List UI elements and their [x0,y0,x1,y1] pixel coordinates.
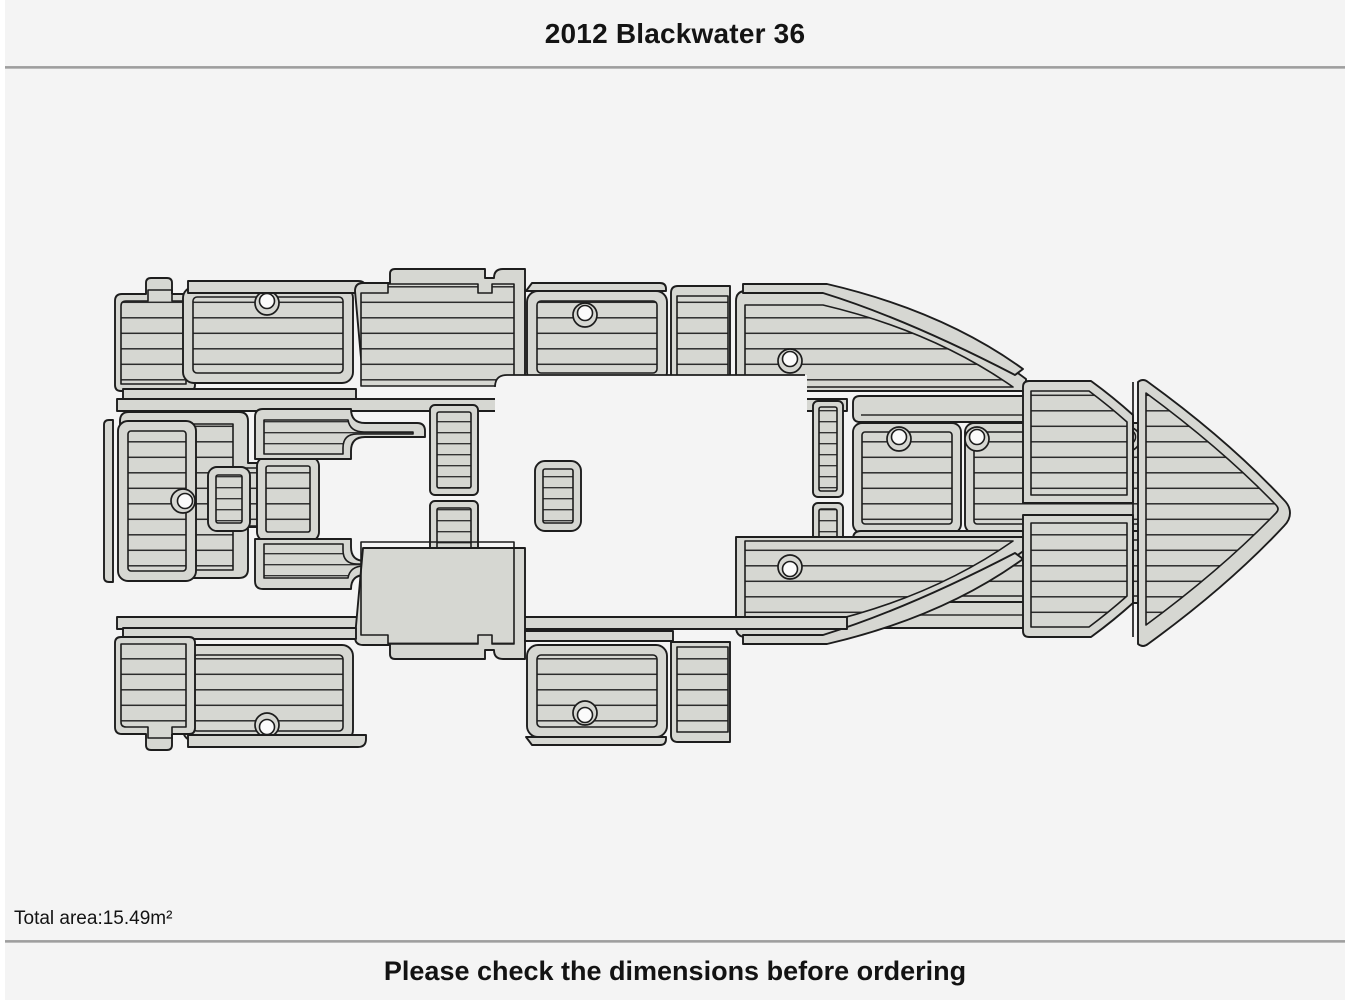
port-fwd-taper-pad [735,290,1027,392]
stbd-aft-hatch-pad [524,630,674,746]
stbd-aft-outer-runner [742,552,1024,645]
port-aft-hatch-pad [182,286,354,384]
stbd-aft-filler-pad [670,641,731,743]
stbd-aft-wide-pad [354,541,526,660]
stbd-stern-hatch-pad [122,627,367,748]
bow-stbd-quarter-pad [1022,514,1134,638]
port-aft-quarter-pad [114,277,196,392]
total-area-label: Total area:15.49m² [14,908,173,929]
footer-note: Please check the dimensions before order… [383,956,967,986]
footer-bar: Please check the dimensions before order… [5,943,1345,1000]
helm-step-pads [207,456,320,542]
left-edge-gutter [0,0,5,1000]
footer-divider [5,940,1345,943]
cockpit-void [495,375,807,625]
boat-deck-diagram: .pad { fill: #d6d7d2; stroke: #1d1d1d; s… [103,268,1291,751]
title-bar: 2012 Blackwater 36 [5,0,1345,68]
page-title: 2012 Blackwater 36 [544,18,806,49]
transom-vertical-pad [103,419,197,583]
bow-port-quarter-pad [1022,380,1134,504]
header-divider [5,66,1345,69]
bow-triangle-pad [1137,379,1291,647]
port-aft-wide-pad [354,268,526,387]
stbd-hatch-pad-left [852,422,962,534]
diagram-canvas: .pad { fill: #d6d7d2; stroke: #1d1d1d; s… [5,69,1345,940]
cockpit-step-pad [534,460,582,532]
port-fwd-outer-runner [742,283,1024,376]
stbd-stern-corner-pad [114,636,196,751]
right-edge-gutter [1345,0,1350,1000]
